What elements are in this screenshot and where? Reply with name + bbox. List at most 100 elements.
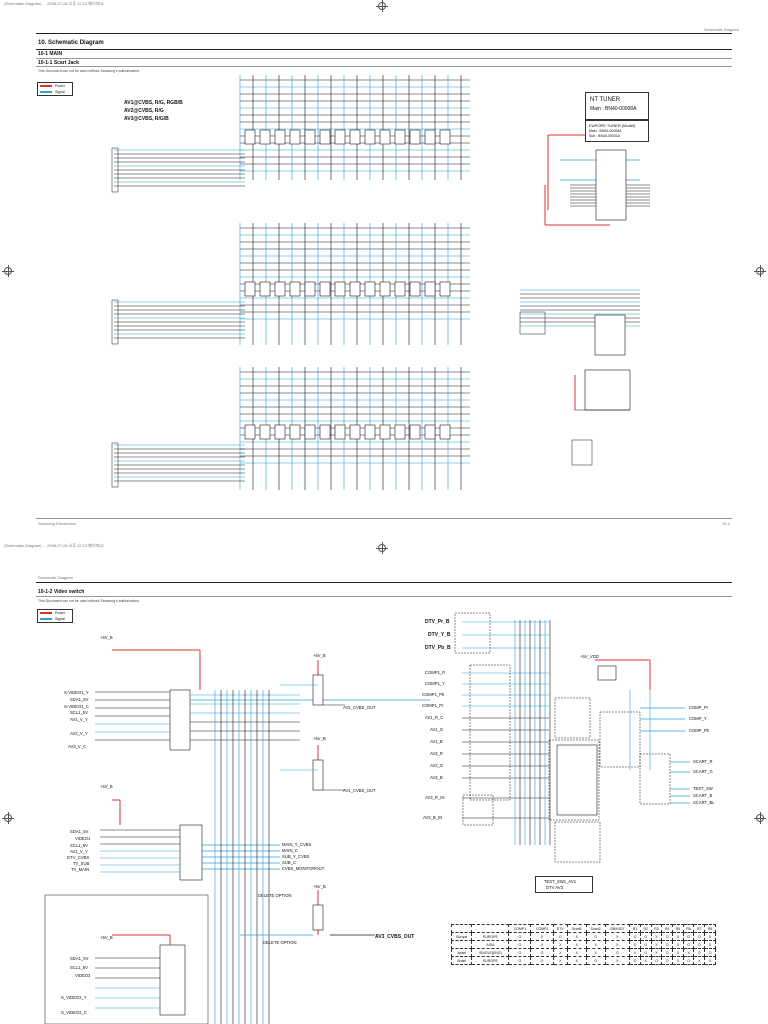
file-stamp-bottom: (Schematic Diagram) ... 2008-07-08 오후 12… [4,543,104,548]
bottom-sub-title: 10-1-2 Video switch [38,589,85,595]
sub-rule [36,66,732,67]
cvbs-monitor-out: CVBS_MONITOROUT [282,866,325,871]
tuner-eu-main: Main : BN40-00008A [589,129,622,133]
tuner-main: Main : BN40-00008A [590,106,637,112]
registration-mark-left-2 [2,812,14,824]
option-table-cell: O [585,956,606,965]
input2-scl1: SCL1_5V [70,843,88,848]
sub-c: SUB_C [282,860,296,865]
input3-svideo2-c: S_VIDEO2_C [61,1010,87,1015]
nt-tuner-box: NT TUNER Main : BN40-00008A [585,92,649,120]
input-scl1: SCL1_5V [70,710,88,715]
dtv-y-b: DTV_Y_B [428,632,451,638]
footer-rule [36,518,732,519]
comp1-pb: COMP1_Pb [422,692,445,697]
av1-r-c: AV1_R_C [425,715,444,720]
footer-left: Samsung Electronics [38,521,76,526]
av1-cvbs-out: AV1_CVBS_OUT [343,788,376,793]
input-av1-v-y: AV1_V_Y [70,717,88,722]
bottom-confidential-note: This Document can not be used without Sa… [38,599,140,603]
bottom-legend-box: Power Signal [37,609,73,623]
av3-b-in: AV3_B_IN [423,815,443,820]
registration-mark-left [2,265,14,277]
switch-caption-2: DTV AV3 [546,885,563,890]
registration-mark-top [376,0,388,12]
comp-pr: COMP_Pr [689,705,709,710]
rail-5v-vdd: +5V_VDD [580,654,599,659]
input3-scl1: SCL1_5V [70,965,88,970]
legend-power: Power [38,83,72,89]
option-table-cell: X [639,956,652,965]
scart-label-3: AV3@CVBS, R/G/B [124,116,169,122]
registration-mark-right [754,265,766,277]
right-header: Schematic Diagram [704,27,739,32]
input2-sda1: SDA1_5V [70,829,89,834]
av2-r: AV2_R [430,751,443,756]
legend-box: Power Signal [37,82,73,96]
input-av2-v-y: AV2_V_Y [70,731,88,736]
main-title: 10-1 MAIN [38,51,63,57]
input2-dtv-cvbs: DTV_CVBS [67,855,90,860]
av1-b: AV1_B [430,739,443,744]
av2-b: AV2_B [430,775,443,780]
sub-title: 10-1-1 Scart Jack [38,60,79,66]
scart-b: SCART_B [693,793,713,798]
input-svideo1-c: S-VIDEO1_C [64,704,89,709]
sub-y-cvbs: SUB_Y_CVBS [282,854,310,859]
av1-g: AV1_G [430,727,444,732]
input2-tv-main: TV_MAIN [71,867,90,872]
av3-cvbs-out: AV3_CVBS_OUT [375,934,415,940]
option-table-cell: O [629,956,641,965]
dtv-pb-b: DTV_Pb_B [425,645,451,651]
main-c: MAIN_C [282,848,298,853]
tuner-title: NT TUNER [590,97,621,103]
section-title: 10. Schematic Diagram [38,40,104,46]
input3-video3: VIDEO3 [75,973,91,978]
scart-bl: SCART_BL [693,800,715,805]
rail-label-5: +5V_B [313,884,326,889]
main-y-cvbs: MAIN_Y_CVBS [282,842,312,847]
test-sw: TEST_SW [693,786,713,791]
main-rule [36,58,732,59]
bottom-legend-power: Power [38,610,72,616]
switch-caption-box: TEST_SW1_AV1 DTV AV3 [535,876,593,893]
input-svideo1-y: S-VIDEO1_Y [64,690,89,695]
bottom-sub-rule [36,596,732,597]
rail-label-6: +5V_B [100,935,113,940]
scart-g: SCART_G [693,769,713,774]
scart-r: SCART_R [693,759,713,764]
europe-tuner-box: EUROPE TUNER (Model) Main : BN40-00008A … [585,120,649,142]
left-header: Schematic Diagram [38,575,73,580]
rail-label-3: +5V_B [313,736,326,741]
option-table-cell: X [672,956,684,965]
av2-g: AV2_G [430,763,444,768]
comp1-r: COMP1_R [425,670,446,675]
dtv-pr-b: DTV_Pr_B [425,619,450,625]
comp1-y: COMP1_Y [425,681,446,686]
confidential-note: This Document can not be used without Sa… [38,69,140,73]
comp1-pr: COMP1_Pr [422,703,444,708]
legend-signal: Signal [38,89,72,95]
input3-svideo2-y: S_VIDEO2_Y [61,995,87,1000]
option-table-cell: O [508,956,532,965]
registration-mark-bottom [376,542,388,554]
rail-label-1: +5V_B [100,635,113,640]
bottom-header-rule [36,582,732,583]
option-table-cell: X [604,956,631,965]
input2-tv-sub: TV_SUB [73,861,90,866]
registration-mark-right-2 [754,812,766,824]
tuner-eu-sub: Sub : BN40-00031A [589,134,621,138]
scart-label-1: AV1@CVBS, R/G, RGB/B [124,100,183,106]
scart-label-2: AV2@CVBS, R/G [124,108,164,114]
option-table-cell: X [552,956,568,965]
option-table-cell: X [704,956,716,965]
av3-r-in: AV3_R_IN [425,795,445,800]
comp-y: COMP_Y [689,716,707,721]
input2-video1: VIDEO1 [75,836,91,841]
input-sda1: SDA1_5V [70,697,89,702]
header-rule [36,33,732,34]
av2-cvbs-out: AV2_CVBS_OUT [343,705,376,710]
